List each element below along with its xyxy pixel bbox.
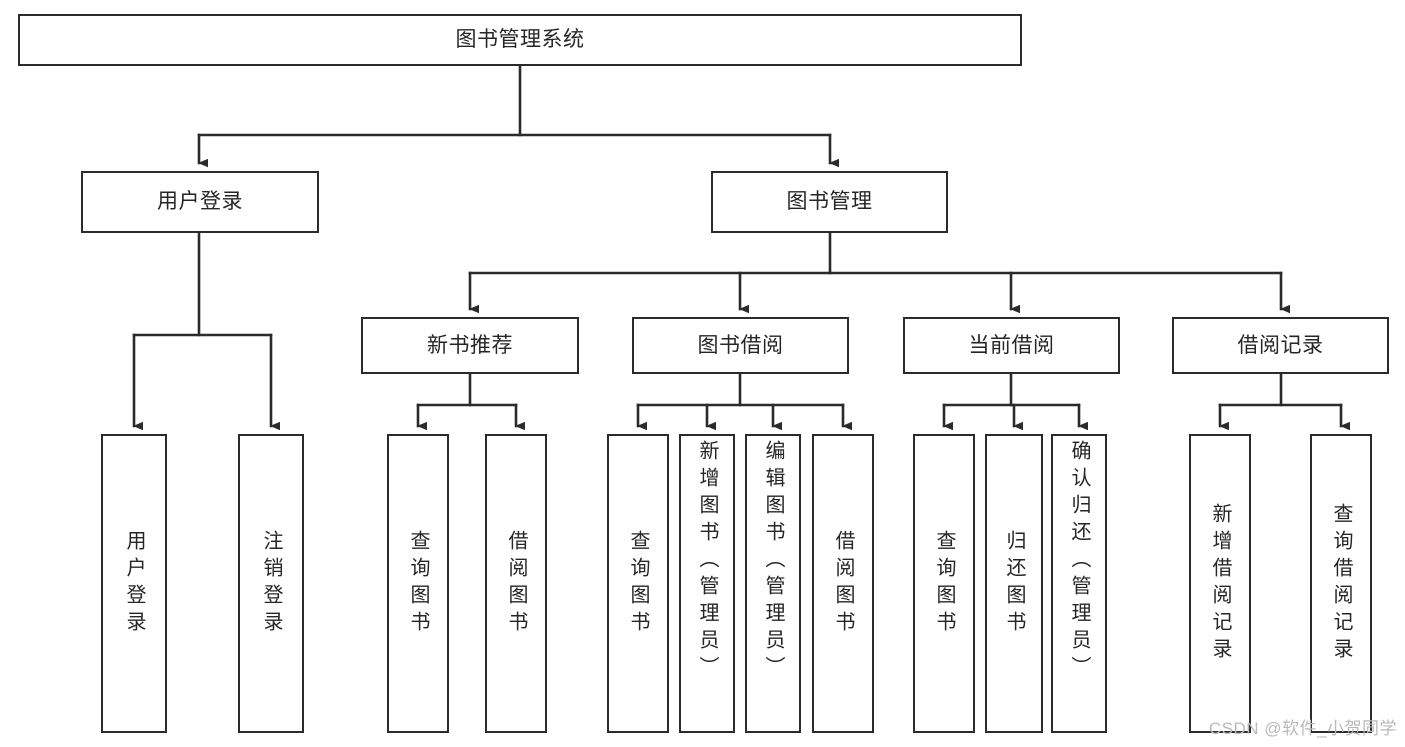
node-leaf-logout[interactable]: 注销登录 (238, 434, 304, 733)
node-leaf-user-login[interactable]: 用户登录 (101, 434, 167, 733)
node-user-login-label: 用户登录 (157, 190, 243, 214)
node-leaf-confirm-return-label: 确认归还（管理员） (1068, 440, 1090, 683)
node-leaf-query-book-current-label: 查询图书 (933, 529, 955, 638)
node-borrow-record[interactable]: 借阅记录 (1172, 317, 1389, 374)
node-leaf-borrow-book[interactable]: 借阅图书 (812, 434, 874, 733)
node-book-management-label: 图书管理 (786, 190, 873, 214)
node-user-login[interactable]: 用户登录 (81, 171, 319, 233)
node-leaf-return-book-label: 归还图书 (1003, 529, 1025, 638)
csdn-watermark: CSDN @软件_小贺同学 (1208, 719, 1397, 738)
node-book-borrow[interactable]: 图书借阅 (632, 317, 849, 374)
node-current-borrow-label: 当前借阅 (968, 333, 1055, 357)
node-leaf-query-record-label: 查询借阅记录 (1330, 502, 1352, 665)
node-leaf-add-book[interactable]: 新增图书（管理员） (679, 434, 735, 733)
node-book-management[interactable]: 图书管理 (711, 171, 948, 233)
node-leaf-add-record[interactable]: 新增借阅记录 (1189, 434, 1251, 733)
node-leaf-edit-book-label: 编辑图书（管理员） (762, 440, 784, 683)
node-leaf-edit-book[interactable]: 编辑图书（管理员） (745, 434, 801, 733)
node-leaf-borrow-book-new-label: 借阅图书 (505, 529, 527, 638)
node-borrow-record-label: 借阅记录 (1237, 333, 1324, 357)
node-book-borrow-label: 图书借阅 (697, 333, 784, 357)
node-leaf-borrow-book-new[interactable]: 借阅图书 (485, 434, 547, 733)
node-current-borrow[interactable]: 当前借阅 (903, 317, 1120, 374)
node-leaf-add-record-label: 新增借阅记录 (1209, 502, 1231, 665)
node-leaf-query-book-new[interactable]: 查询图书 (387, 434, 449, 733)
node-leaf-query-book-borrow-label: 查询图书 (627, 529, 649, 638)
node-leaf-query-book-new-label: 查询图书 (407, 529, 429, 638)
node-new-book-recommend-label: 新书推荐 (427, 333, 513, 357)
node-leaf-return-book[interactable]: 归还图书 (985, 434, 1043, 733)
node-root-label: 图书管理系统 (455, 28, 585, 52)
node-new-book-recommend[interactable]: 新书推荐 (361, 317, 579, 374)
node-leaf-query-record[interactable]: 查询借阅记录 (1310, 434, 1372, 733)
node-leaf-query-book-borrow[interactable]: 查询图书 (607, 434, 669, 733)
node-leaf-confirm-return[interactable]: 确认归还（管理员） (1051, 434, 1107, 733)
node-root[interactable]: 图书管理系统 (18, 14, 1022, 66)
node-leaf-user-login-label: 用户登录 (123, 529, 145, 638)
node-leaf-borrow-book-label: 借阅图书 (832, 529, 854, 638)
node-leaf-logout-label: 注销登录 (260, 529, 282, 638)
node-leaf-add-book-label: 新增图书（管理员） (696, 440, 718, 683)
node-leaf-query-book-current[interactable]: 查询图书 (913, 434, 975, 733)
